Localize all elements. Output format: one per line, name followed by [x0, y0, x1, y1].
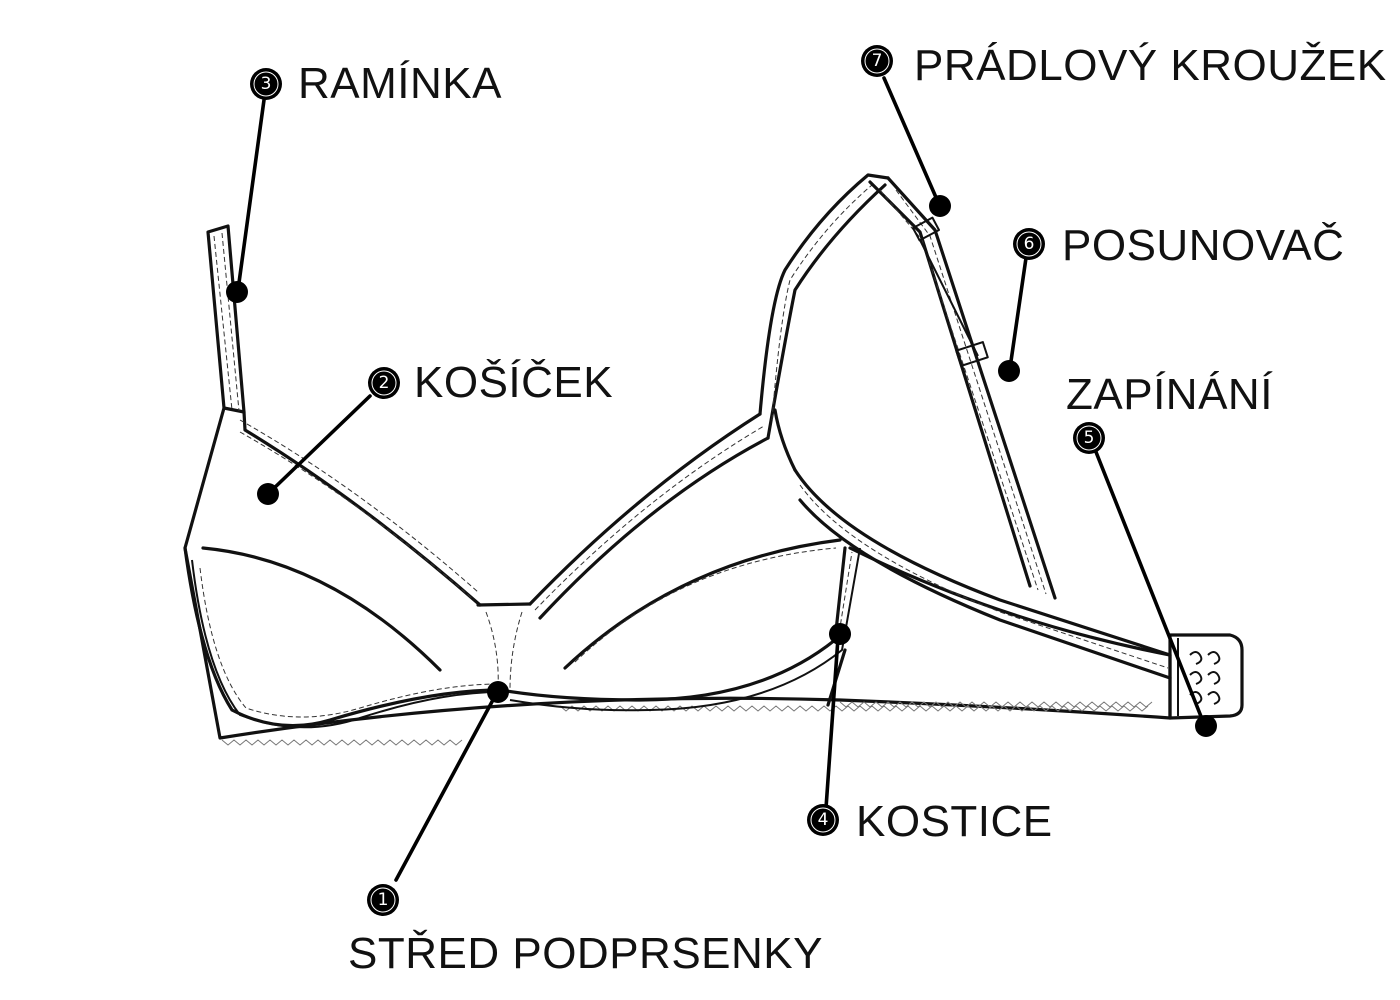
label-straps: RAMÍNKA [298, 59, 502, 108]
label-ring: PRÁDLOVÝ KROUŽEK [914, 41, 1387, 90]
leader-line-1 [394, 696, 496, 882]
pointer-dot-4 [829, 623, 851, 645]
svg-text:7: 7 [872, 51, 883, 71]
leaders [226, 76, 1217, 882]
leader-line-3 [236, 98, 266, 292]
left-strap [206, 224, 246, 414]
right-strap [868, 176, 1057, 600]
svg-text:6: 6 [1024, 234, 1035, 254]
svg-text:3: 3 [261, 74, 272, 94]
label-cup: KOŠÍČEK [414, 357, 613, 407]
number-badges: 3 2 1 4 5 6 7 [250, 45, 1105, 916]
svg-text:5: 5 [1084, 428, 1095, 448]
pointer-dot-6 [998, 360, 1020, 382]
badge-1: 1 [367, 884, 399, 916]
band [183, 546, 1172, 746]
right-cup [498, 412, 861, 712]
pointer-dot-3 [226, 281, 248, 303]
left-cup [183, 406, 502, 729]
badge-5: 5 [1073, 422, 1105, 454]
badge-7: 7 [861, 45, 893, 77]
pointer-dot-1 [487, 681, 509, 703]
svg-text:4: 4 [818, 810, 829, 830]
label-slider: POSUNOVAČ [1062, 220, 1344, 270]
center-gore [476, 602, 532, 691]
pointer-dot-2 [257, 483, 279, 505]
bra-drawing [183, 173, 1244, 746]
pointer-dot-5 [1195, 715, 1217, 737]
leader-line-5 [1094, 450, 1206, 726]
badge-4: 4 [807, 804, 839, 836]
text-labels: RAMÍNKA KOŠÍČEK STŘED PODPRSENKY KOSTICE… [298, 41, 1387, 978]
back-wing [758, 173, 1172, 680]
leader-line-6 [1008, 256, 1028, 370]
pointer-dot-7 [929, 195, 951, 217]
hook-closure [1168, 633, 1244, 720]
label-underwire: KOSTICE [856, 797, 1053, 846]
label-center-gore: STŘED PODPRSENKY [348, 929, 823, 978]
leader-line-4 [824, 636, 840, 810]
badge-2: 2 [368, 367, 400, 399]
badge-3: 3 [250, 68, 282, 100]
label-closure: ZAPÍNÁNÍ [1066, 370, 1273, 419]
strap-slider [955, 341, 989, 367]
strap-ring [912, 216, 940, 242]
badge-6: 6 [1013, 228, 1045, 260]
svg-text:1: 1 [378, 890, 389, 910]
leader-line-7 [882, 76, 940, 204]
leader-line-2 [268, 394, 372, 494]
svg-text:2: 2 [379, 373, 390, 393]
